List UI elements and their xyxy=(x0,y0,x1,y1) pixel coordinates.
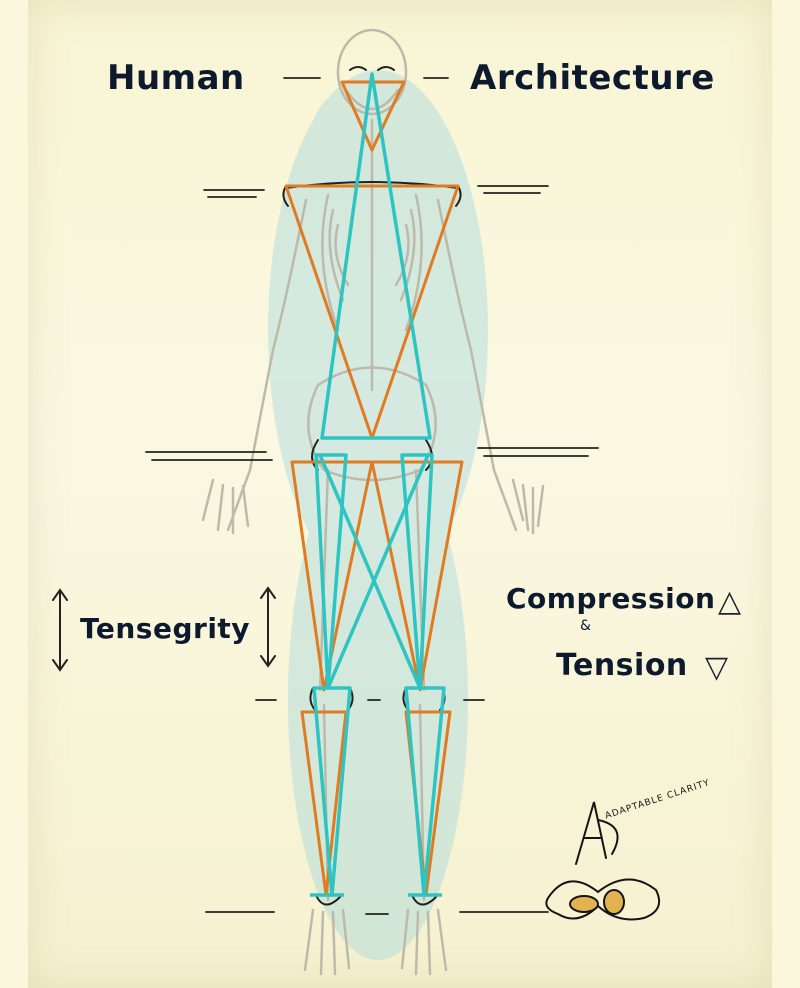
eye-sockets xyxy=(349,66,395,71)
foot-right xyxy=(400,908,448,976)
signature-loops xyxy=(545,878,660,921)
drawing-canvas xyxy=(28,0,772,988)
tibia-left xyxy=(322,703,330,902)
ankle-right xyxy=(411,894,437,906)
title-human: Human xyxy=(93,52,259,104)
hand-right xyxy=(511,478,545,535)
tension-triangle-icon: ▽ xyxy=(705,650,729,685)
label-compression: Compression xyxy=(491,576,730,621)
tension-cross-left xyxy=(318,454,422,689)
label-tensegrity: Tensegrity xyxy=(65,606,265,651)
foot-left xyxy=(303,908,351,976)
compression-torso-triangle xyxy=(284,184,460,440)
hand-left xyxy=(201,478,250,535)
jaw xyxy=(344,88,400,111)
compression-triangle-icon: △ xyxy=(718,584,742,619)
compression-thigh-right xyxy=(370,460,464,692)
tension-thigh-right xyxy=(400,453,434,690)
tension-lines xyxy=(310,72,446,897)
tension-thigh-left xyxy=(314,453,348,690)
compression-lines xyxy=(284,80,464,897)
tension-cross-right xyxy=(326,454,430,689)
tensegrity-arrows xyxy=(52,586,276,672)
label-tension: Tension xyxy=(542,642,702,689)
label-and: & xyxy=(580,618,592,634)
tension-shin-right xyxy=(404,686,446,897)
tension-shin-left xyxy=(312,686,352,897)
watercolor-halo xyxy=(268,70,488,960)
signature-mark xyxy=(545,801,660,921)
ankle-left xyxy=(315,894,341,906)
level-guides xyxy=(145,77,599,915)
skull xyxy=(336,28,408,116)
title-architecture: Architecture xyxy=(456,52,729,104)
compression-shin-left xyxy=(300,710,348,897)
tension-upper-triangle xyxy=(320,72,432,440)
skeleton-diagram xyxy=(52,28,660,976)
compression-thigh-left xyxy=(290,460,374,692)
